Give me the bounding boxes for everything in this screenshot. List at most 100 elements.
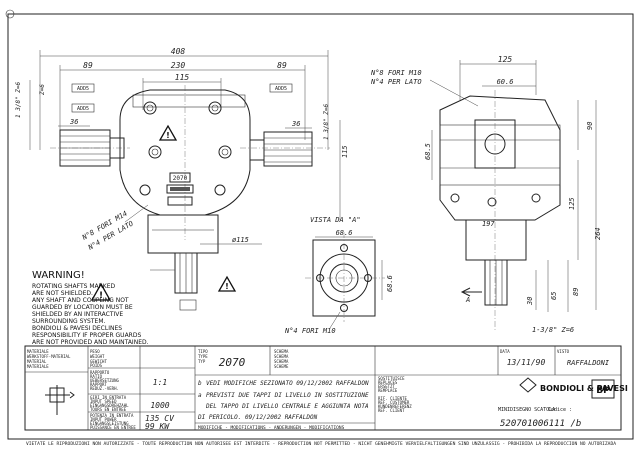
tb-label: REPLACES	[378, 380, 398, 385]
tb-label: TIPO	[198, 349, 208, 354]
tb-codice-label: Codice :	[548, 407, 572, 413]
gearbox-schema-icon	[45, 385, 75, 415]
nameplate-number-box	[169, 172, 191, 183]
warning-line: ARE NOT SHIELDED.	[32, 290, 93, 297]
bolt-hole	[148, 145, 162, 159]
bolt-hole	[139, 184, 151, 196]
svg-text:!: !	[166, 131, 170, 140]
tb-label: EINGANGSLEISTUNG	[90, 421, 129, 426]
tb-data: 13/11/90	[507, 358, 546, 367]
dim-115: 115	[175, 73, 190, 82]
dim-view-a-65: 65	[550, 292, 558, 300]
logo-text: BP	[596, 386, 610, 396]
tb-data-label: DATA	[500, 349, 510, 354]
company-name: BONDIOLI & PAVESI	[540, 384, 628, 393]
warning-triangle-icon: !	[158, 124, 178, 141]
label-add5-left-1: ADD5	[77, 106, 89, 112]
revision-b: b	[198, 380, 202, 387]
label-side-fori: N°8 FORI M10	[370, 69, 422, 77]
dim-408: 408	[171, 47, 186, 56]
tb-label: RAPPORT	[90, 382, 107, 387]
bolt-hole	[214, 184, 226, 196]
tb-label: SCHEMA	[274, 359, 289, 364]
tb-label: GEWICHT	[90, 359, 107, 364]
corner-mark	[5, 9, 15, 19]
tb-label: PESO	[90, 349, 100, 354]
warning-title: WARNING!	[32, 270, 85, 281]
dim-89-left: 89	[83, 61, 93, 70]
company-logo: BONDIOLI & PAVESI BP	[519, 377, 628, 399]
dim-side-125: 125	[498, 55, 513, 64]
svg-text:!: !	[99, 291, 103, 301]
svg-text:!: !	[225, 282, 229, 291]
dim-left-z: Z=6	[39, 84, 46, 96]
dim-36-left: 36	[69, 118, 78, 126]
tb-label: GIRI IN ENTRATA	[90, 395, 127, 400]
tb-power-kw: 99 KW	[145, 422, 170, 431]
warning-block: WARNING! ! ROTATING SHAFTS MARKED ARE NO…	[32, 270, 149, 346]
tb-codice: 520701006111 /b	[500, 419, 581, 429]
tb-modifiche: MODIFICHE - MODIFICATIONS - ANDERUNGEN -…	[198, 425, 345, 431]
tb-visto-label: VISTO	[557, 349, 570, 354]
dim-side-264: 264	[594, 227, 602, 240]
dim-side-68: 68.5	[424, 143, 432, 160]
tb-label: RIF. CLIENTE	[378, 396, 407, 401]
bolt-hole	[208, 101, 222, 115]
tb-ratio: 1:1	[153, 378, 167, 387]
dim-36-right: 36	[291, 120, 300, 128]
tb-label: RATIO	[90, 374, 103, 379]
nameplate-number: 2070	[173, 175, 188, 182]
title-block: MATERIALE WERKSTOFF-MATERIAL MATERIAL MA…	[24, 345, 628, 431]
dim-view-a-30: 30	[526, 297, 534, 306]
tb-label: EINGANGSDREHZAHL	[90, 403, 129, 408]
warning-line: RESPONSIBILITY IF PROPER GUARDS	[32, 332, 141, 339]
tb-visto: RAFFALDONI	[567, 359, 610, 367]
tb-label: ERSETZT	[378, 384, 395, 389]
tb-label: KUNDENREFERENZ	[378, 404, 412, 409]
bolt-hole	[218, 145, 232, 159]
tb-label: UEBERSETZUNG	[90, 378, 119, 383]
tb-label: REMPLACE	[378, 388, 398, 393]
tb-power-cv: 135 CV	[145, 414, 175, 423]
tb-label: MATERIALE	[27, 349, 49, 354]
tb-label: REF. CLIENT	[378, 408, 405, 413]
revision-text: PREVISTI DUE TAPPI DI LIVELLO IN SOSTITU…	[206, 392, 369, 399]
tb-label: SCHEMA	[274, 349, 289, 354]
revision-a: a	[198, 392, 202, 399]
tb-label: SCHEMA	[274, 354, 289, 359]
revision-text: VEDI MODIFICHE SEZIONATO 09/12/2002 RAFF…	[206, 380, 369, 387]
tb-mini-label: MINIDISEGNO SCATOLA	[498, 407, 555, 413]
tb-label: WERKSTOFF-MATERIAL	[27, 354, 71, 359]
tb-label: REDUZ.-VERH.	[90, 386, 119, 391]
footer-notice: VIETATE LE RIPRODUZIONI NON AUTORIZZATE …	[26, 441, 617, 446]
tb-tipo: 2070	[219, 356, 246, 369]
tb-label: POIDS	[90, 363, 103, 368]
side-view: 125 60.6 N°8 FORI M10 N°4 PER LATO 90 68…	[370, 55, 602, 330]
tb-label: INPUT SPEED	[90, 399, 117, 404]
tb-label: MATERIAL	[27, 359, 47, 364]
dim-left-shaft: 1 3/8" Z=6	[15, 81, 22, 118]
dim-right-shaft: 1 3/8" Z=6	[323, 103, 330, 140]
dim-flange-dia: ø115	[232, 236, 249, 244]
tb-label: PUISSANCE EN ENTREE	[90, 425, 136, 430]
warning-line: SURROUNDING SYSTEM.	[32, 318, 105, 325]
label-side-per-lato: N°4 PER LATO	[370, 78, 422, 86]
side-housing	[439, 95, 561, 221]
dim-230: 230	[171, 61, 186, 70]
warning-line: ANY SHAFT AND COUPLING NOT	[32, 297, 129, 304]
revision-text: DEL TAPPO DI LIVELLO CENTRALE E AGGIUNTA…	[205, 403, 369, 410]
tb-label: TOURS EN ENTREE	[90, 407, 127, 412]
bolt-hole	[450, 193, 460, 203]
bolt-hole	[531, 193, 541, 203]
dim-view-a-shaft: 1-3/8" Z=6	[532, 326, 574, 334]
gearbox-housing	[119, 89, 251, 216]
dim-89-right: 89	[277, 61, 287, 70]
tb-label: SCHEME	[274, 364, 289, 369]
tb-label: POTENZA IN ENTRATA	[90, 413, 134, 418]
dim-height-115: 115	[341, 145, 349, 158]
label-view-a-fori: N°4 FORI M10	[284, 327, 336, 335]
tb-label: SOSTITUISCE	[378, 376, 405, 381]
tb-giri: 1000	[150, 401, 169, 410]
